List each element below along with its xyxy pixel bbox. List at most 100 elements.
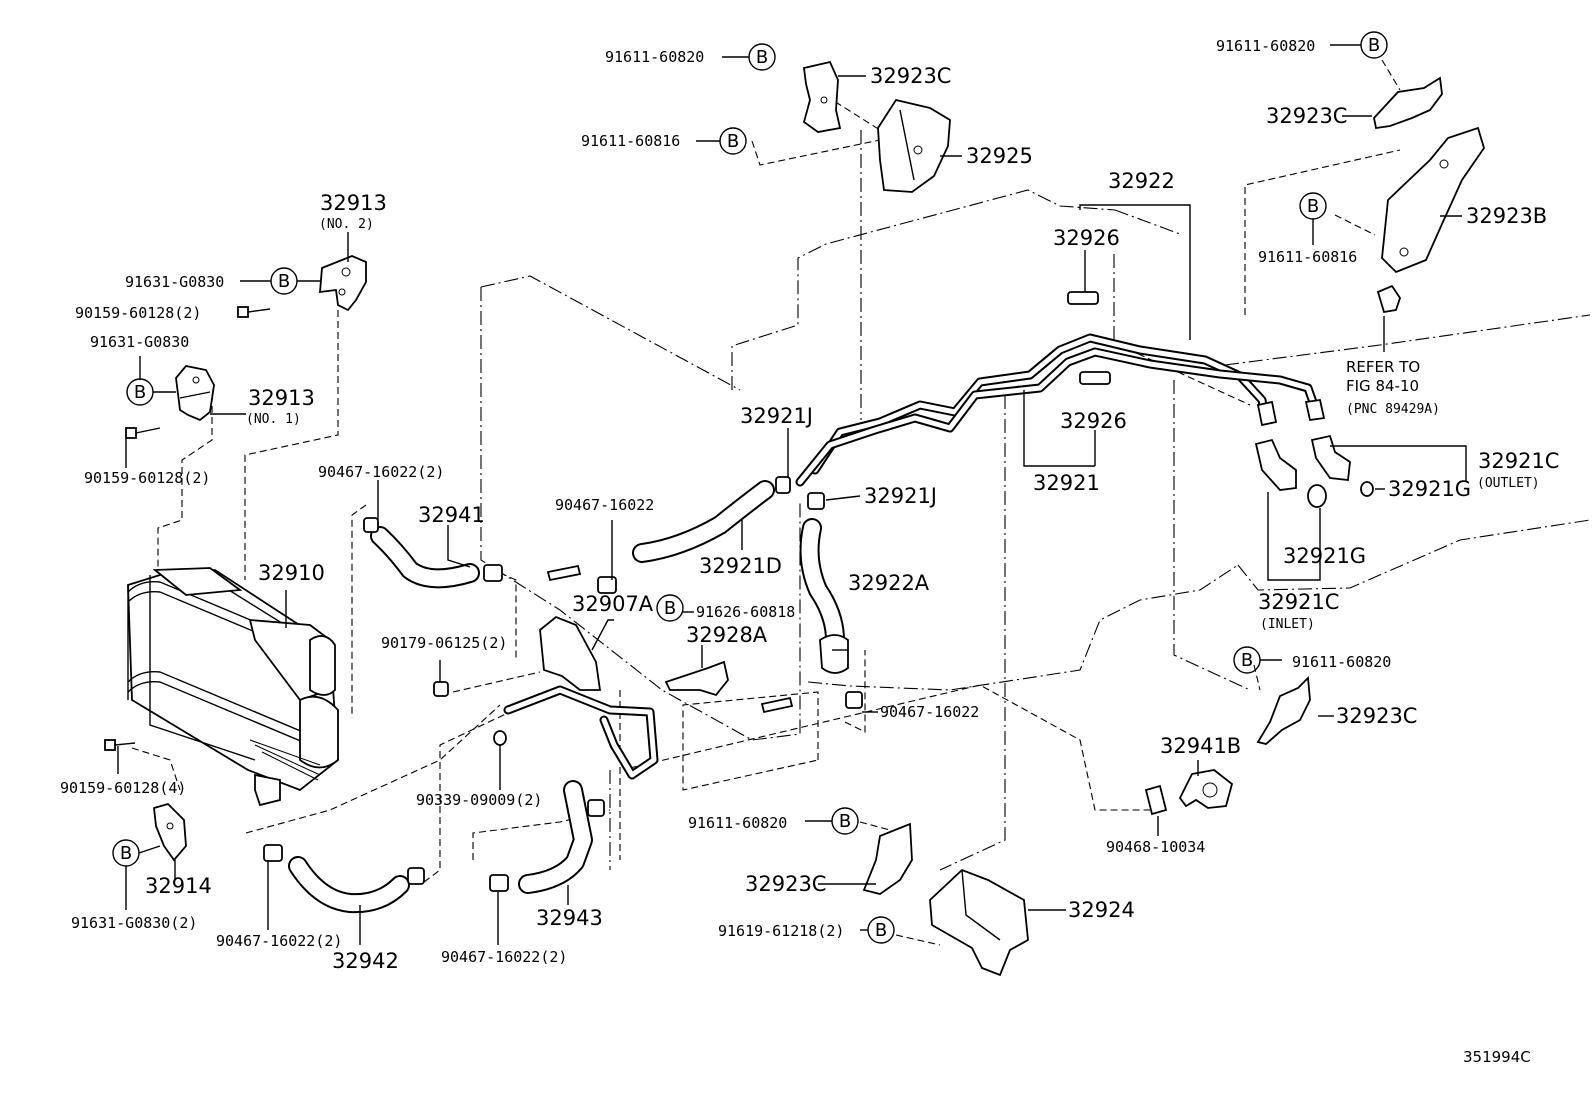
svg-text:B: B [134,382,146,403]
label-32923C-bm: 32923C [745,872,826,896]
bracket-32923C-mr [1256,676,1311,745]
label-32943: 32943 [536,906,603,930]
tubes-32921-32922 [795,291,1326,487]
label-91631-G0830-b: 91631-G0830 [90,333,189,351]
label-pnc-89429a: (PNC 89429A) [1346,402,1440,417]
label-90467-16022-2b: 90467-16022(2) [216,932,342,950]
label-fig-84-10: FIG 84-10 [1346,377,1419,395]
label-32910: 32910 [258,561,325,585]
label-32923B: 32923B [1466,204,1547,228]
label-32921J-a: 32921J [740,404,813,428]
hose-32922A [799,518,849,674]
bolt-90159-4 [104,739,136,751]
bracket-90468 [1144,784,1168,816]
callout-b-l2: B [126,356,176,406]
label-91631-G0830-a: 91631-G0830 [125,273,224,291]
callout-b-tr2: B [1299,192,1327,245]
pipe-32907A [503,615,659,780]
label-91619-61218: 91619-61218(2) [718,922,844,940]
callout-markers: B B B B B B B B B B B [112,31,1388,944]
label-no1: (NO. 1) [246,412,301,427]
label-90159-60128-a: 90159-60128(2) [75,304,201,322]
label-90467-16022-a: 90467-16022 [555,496,654,514]
bracket-32923C-tr [1373,76,1443,130]
label-91611-60816-top: 91611-60816 [581,132,680,150]
label-32923C-mr: 32923C [1336,704,1417,728]
label-32928A: 32928A [686,623,768,647]
label-32924: 32924 [1068,898,1135,922]
svg-text:B: B [120,843,132,864]
label-refer-to: REFER TO [1346,358,1420,376]
svg-text:B: B [278,271,290,292]
label-90467-16022-2a: 90467-16022(2) [318,463,444,481]
label-32921G-a: 32921G [1388,477,1471,501]
label-91611-60820-bm: 91611-60820 [688,814,787,832]
assembly-lines [131,59,1401,946]
label-32926-b: 32926 [1060,409,1127,433]
label-32925: 32925 [966,144,1033,168]
clamp-32941B [1178,769,1234,809]
callout-b-tr1: B [1330,31,1388,59]
callout-b-l1: B [240,267,320,295]
label-32921C-outlet: 32921C [1478,449,1559,473]
callout-b-m1: B [656,594,684,622]
label-91611-60820-top: 91611-60820 [605,48,704,66]
svg-text:B: B [875,920,887,941]
label-32921G-b: 32921G [1283,544,1366,568]
label-32922: 32922 [1108,169,1175,193]
svg-text:B: B [839,811,851,832]
label-91626-60818: 91626-60818 [696,603,795,621]
label-no2: (NO. 2) [319,217,374,232]
hose-32921D [632,480,775,563]
svg-text:B: B [1307,196,1319,217]
figure-id: 351994C [1463,1048,1531,1066]
label-32923C-tr: 32923C [1266,104,1347,128]
callout-b-bm1: B [805,807,859,835]
bracket-32913-no2 [319,255,367,312]
label-90467-16022-b: 90467-16022 [880,703,979,721]
callout-b-bm2: B [860,916,895,944]
label-90467-16022-2c: 90467-16022(2) [441,948,567,966]
hose-32941 [370,526,480,589]
oil-cooler-32910 [127,567,339,807]
label-90159-60128-b: 90159-60128(2) [84,469,210,487]
svg-text:B: B [756,47,768,68]
callout-b-mr: B [1233,646,1282,674]
callout-b-top2: B [696,127,747,155]
bracket-32914 [153,802,187,862]
label-90159-60128-4: 90159-60128(4) [60,779,186,797]
label-32923C-top: 32923C [870,64,951,88]
svg-text:B: B [1241,650,1253,671]
label-32942: 32942 [332,949,399,973]
label-32921J-b: 32921J [864,484,937,508]
part-labels: 32923C 91611-60820 91611-60816 32925 916… [60,37,1559,1066]
bracket-32923C-top [802,60,842,133]
callout-b-top1: B [722,43,776,71]
label-32907A: 32907A [572,592,654,616]
pipe-segments [546,564,794,714]
label-32913-no1: 32913 [248,386,315,410]
label-91611-60816-tr: 91611-60816 [1258,248,1357,266]
label-32921D: 32921D [699,554,782,578]
hose-32943 [518,780,593,894]
bracket-32923B [1381,126,1485,274]
bolt-90159-b [125,427,161,439]
body-outline [480,130,1591,871]
label-32913-no2: 32913 [320,191,387,215]
clamps [263,476,863,892]
bracket-32913-no1 [175,365,215,422]
hose-32942 [288,856,410,914]
label-32941: 32941 [418,503,485,527]
label-32921: 32921 [1033,471,1100,495]
label-91611-60820-mr: 91611-60820 [1292,653,1391,671]
label-32926-a: 32926 [1053,226,1120,250]
bolt-90159-a [237,306,271,318]
label-inlet: (INLET) [1260,617,1315,632]
label-32921C-inlet: 32921C [1258,590,1339,614]
label-32922A: 32922A [848,571,930,595]
bracket-32928A [664,660,729,697]
label-outlet: (OUTLET) [1477,476,1540,491]
svg-text:B: B [727,131,739,152]
svg-text:B: B [664,598,676,619]
